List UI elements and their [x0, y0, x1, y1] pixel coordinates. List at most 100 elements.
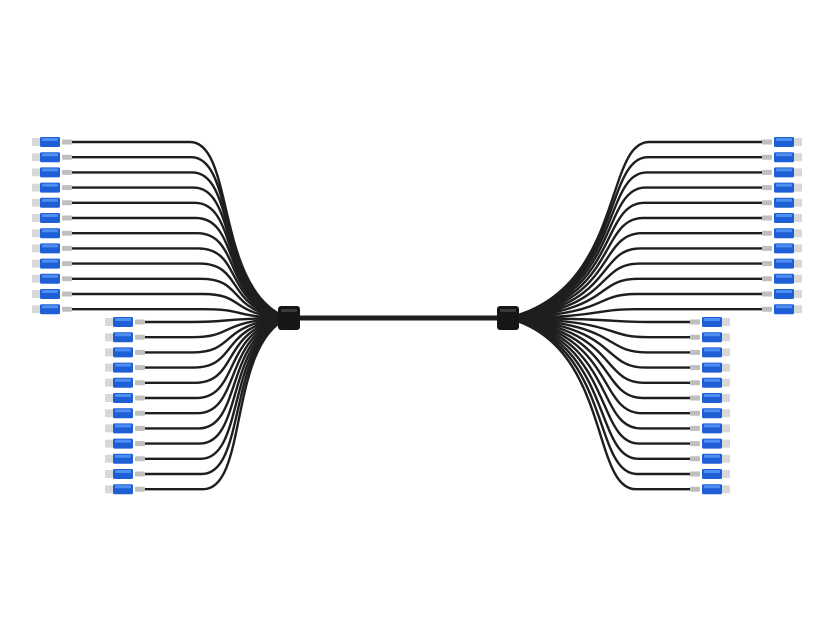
connector-boot: [690, 410, 700, 416]
connector-highlight: [115, 363, 131, 367]
ferrule-icon: [794, 259, 802, 268]
connector-boot: [135, 410, 145, 416]
connector-highlight: [776, 229, 792, 233]
fanout-legs: [70, 140, 764, 491]
lc-connector-right-upper-6: [762, 228, 802, 239]
ferrule-icon: [105, 394, 113, 402]
ferrule-icon: [722, 485, 730, 494]
lc-connector-left-upper-6: [32, 228, 72, 239]
connector-boot: [62, 154, 72, 160]
ferrule-icon: [105, 485, 113, 494]
connector-highlight: [704, 394, 720, 397]
lc-connector-left-upper-1: [32, 152, 72, 163]
fanout-leg-left-upper-7: [70, 247, 290, 320]
connector-highlight: [776, 168, 792, 172]
ferrule-icon: [722, 394, 730, 402]
lc-connector-right-lower-3: [690, 362, 730, 373]
lc-connector-right-upper-9: [762, 273, 802, 284]
connector-boot: [762, 230, 772, 236]
connector-boot: [62, 291, 72, 297]
lc-connector-right-lower-8: [690, 438, 730, 449]
ferrule-icon: [32, 229, 40, 238]
connector-boot: [135, 380, 145, 386]
lc-connector-left-upper-11: [32, 304, 72, 315]
ferrule-icon: [32, 214, 40, 222]
connector-boot: [690, 486, 700, 492]
ferrule-icon: [794, 198, 802, 207]
connector-boot: [690, 380, 700, 386]
ferrule-icon: [32, 183, 40, 192]
ferrule-icon: [794, 290, 802, 298]
connector-highlight: [42, 229, 58, 233]
connector-highlight: [776, 305, 792, 309]
lc-connector-left-lower-10: [105, 469, 145, 479]
lc-connector-right-upper-5: [762, 213, 802, 223]
ferrule-icon: [722, 378, 730, 387]
ferrule-icon: [794, 183, 802, 192]
ferrule-icon: [722, 470, 730, 478]
lc-connector-right-lower-5: [690, 393, 730, 403]
connector-highlight: [704, 409, 720, 413]
connector-boot: [62, 261, 72, 267]
lc-connector-right-upper-11: [762, 304, 802, 315]
connector-boot: [135, 349, 145, 355]
lc-connector-right-lower-10: [690, 469, 730, 479]
ferrule-icon: [32, 153, 40, 162]
connector-boot: [690, 395, 700, 401]
ferrule-icon: [32, 259, 40, 268]
connector-boot: [62, 276, 72, 282]
connector-highlight: [42, 198, 58, 202]
connector-boot: [690, 441, 700, 447]
lc-connector-left-upper-7: [32, 243, 72, 254]
ferrule-icon: [105, 470, 113, 478]
connector-boot: [762, 139, 772, 145]
fanout-leg-right-lower-10: [505, 316, 692, 476]
ferrule-icon: [32, 290, 40, 298]
ferrule-icon: [794, 305, 802, 314]
connector-boot: [690, 349, 700, 355]
furcation-highlight-left: [281, 309, 297, 312]
connector-boot: [62, 185, 72, 191]
lc-connector-right-upper-8: [762, 258, 802, 269]
connector-boot: [135, 425, 145, 431]
lc-connector-right-lower-6: [690, 408, 730, 419]
ferrule-icon: [32, 198, 40, 207]
lc-connector-left-lower-9: [105, 453, 145, 464]
lc-connector-left-lower-3: [105, 362, 145, 373]
connector-boot: [135, 319, 145, 325]
connector-highlight: [704, 318, 720, 321]
fanout-leg-right-lower-2: [505, 316, 692, 354]
connector-boot: [762, 200, 772, 206]
connector-highlight: [704, 363, 720, 367]
fanout-leg-right-upper-1: [505, 156, 764, 320]
connector-highlight: [704, 333, 720, 337]
ferrule-icon: [105, 363, 113, 372]
connector-boot: [135, 334, 145, 340]
fanout-leg-right-lower-6: [505, 316, 692, 415]
connector-boot: [690, 425, 700, 431]
connector-boot: [762, 185, 772, 191]
lc-connector-right-lower-11: [690, 484, 730, 495]
lc-connector-right-lower-7: [690, 423, 730, 434]
ferrule-icon: [722, 363, 730, 372]
fanout-leg-right-upper-5: [505, 216, 764, 320]
lc-connector-right-upper-4: [762, 197, 802, 208]
fanout-leg-left-lower-5: [143, 316, 290, 400]
ferrule-icon: [32, 305, 40, 314]
connector-highlight: [115, 485, 131, 489]
lc-connector-left-upper-5: [32, 213, 72, 223]
fanout-leg-right-upper-9: [505, 277, 764, 320]
connector-highlight: [776, 153, 792, 157]
ferrule-icon: [32, 274, 40, 283]
lc-connector-left-upper-0: [32, 137, 72, 147]
fanout-leg-right-upper-4: [505, 201, 764, 320]
connector-highlight: [704, 439, 720, 443]
connector-boot: [762, 169, 772, 175]
connector-highlight: [42, 138, 58, 141]
connector-array: [32, 137, 802, 495]
connector-boot: [135, 395, 145, 401]
ferrule-icon: [32, 168, 40, 177]
connector-highlight: [42, 274, 58, 278]
ferrule-icon: [722, 409, 730, 418]
